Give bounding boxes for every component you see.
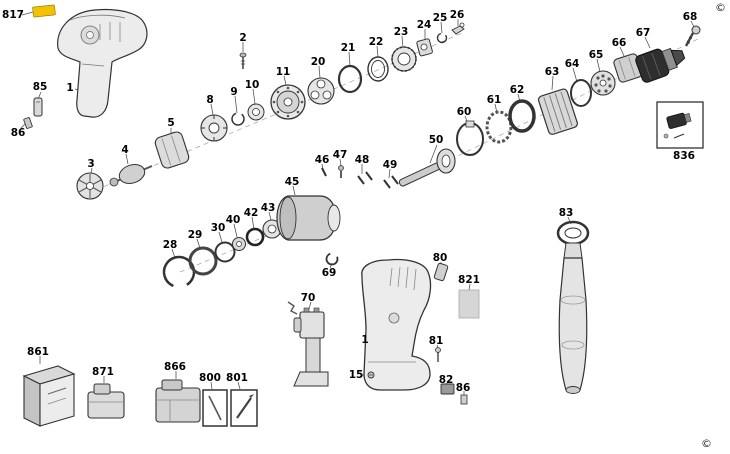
part-26-bracket bbox=[451, 22, 465, 35]
part-9-circlip bbox=[231, 112, 245, 126]
part-86-screw-bottom bbox=[460, 394, 468, 405]
part-11-motor-end bbox=[270, 84, 306, 120]
part-64-o-ring bbox=[570, 79, 592, 107]
part-83-side-handle bbox=[556, 220, 590, 394]
part-2-screw bbox=[239, 52, 247, 69]
part-85-clip bbox=[33, 97, 43, 117]
part-46-pin bbox=[321, 167, 327, 177]
part-43-bearing bbox=[262, 219, 282, 239]
part-82-block bbox=[440, 383, 455, 395]
part-49-pins bbox=[383, 175, 399, 189]
part-15-screw bbox=[367, 371, 375, 379]
part-30-ring bbox=[214, 241, 236, 263]
copyright-mark-top: © bbox=[715, 1, 726, 14]
part-61-spring-ring bbox=[485, 110, 513, 144]
part-836-service-kit bbox=[656, 101, 704, 149]
part-21-ring bbox=[337, 64, 363, 94]
part-4-armature bbox=[109, 164, 153, 187]
part-42-o-ring bbox=[245, 227, 265, 247]
part-28-retaining-ring bbox=[162, 255, 196, 289]
part-80-insert bbox=[433, 262, 449, 282]
part-1-housing-top bbox=[57, 8, 148, 118]
part-62-ring bbox=[508, 99, 536, 133]
part-24-plate bbox=[416, 38, 433, 57]
part-40-washer bbox=[232, 237, 246, 251]
part-22-ring bbox=[367, 56, 389, 82]
part-70-switch bbox=[287, 301, 329, 387]
part-29-ring bbox=[188, 246, 218, 276]
part-67-chuck bbox=[635, 47, 686, 83]
part-871-battery bbox=[87, 383, 125, 419]
part-10-washer bbox=[247, 103, 265, 121]
part-86-screw-top bbox=[23, 117, 33, 129]
part-60-ring bbox=[456, 120, 484, 156]
part-48-pins bbox=[357, 171, 373, 185]
part-25-clip bbox=[436, 32, 448, 44]
part-63-clutch-sleeve bbox=[537, 88, 578, 135]
part-50-spindle bbox=[398, 148, 456, 187]
part-68-screw bbox=[684, 25, 701, 47]
part-8-end-cap bbox=[200, 114, 228, 142]
part-866-battery bbox=[155, 379, 201, 423]
part-861-kitbox bbox=[22, 365, 76, 427]
part-821-label-sticker bbox=[458, 289, 480, 319]
copyright-mark-bottom: © bbox=[701, 437, 712, 450]
part-65-ball-plate bbox=[590, 70, 616, 96]
part-801-box bbox=[230, 389, 258, 427]
part-69-e-clip bbox=[325, 252, 339, 266]
part-800-box bbox=[202, 389, 228, 427]
part-1-housing-bottom bbox=[361, 258, 432, 391]
part-81-screw bbox=[435, 347, 441, 362]
part-3-fan bbox=[76, 172, 104, 200]
part-5-field-sleeve bbox=[154, 131, 190, 169]
part-23-ring-gear bbox=[391, 46, 417, 72]
part-66-gear-sleeve bbox=[613, 53, 643, 83]
part-47-pin bbox=[338, 165, 344, 178]
part-20-planet-carrier bbox=[307, 77, 335, 105]
color-tag bbox=[32, 4, 56, 18]
part-45-gear-case bbox=[276, 195, 341, 241]
